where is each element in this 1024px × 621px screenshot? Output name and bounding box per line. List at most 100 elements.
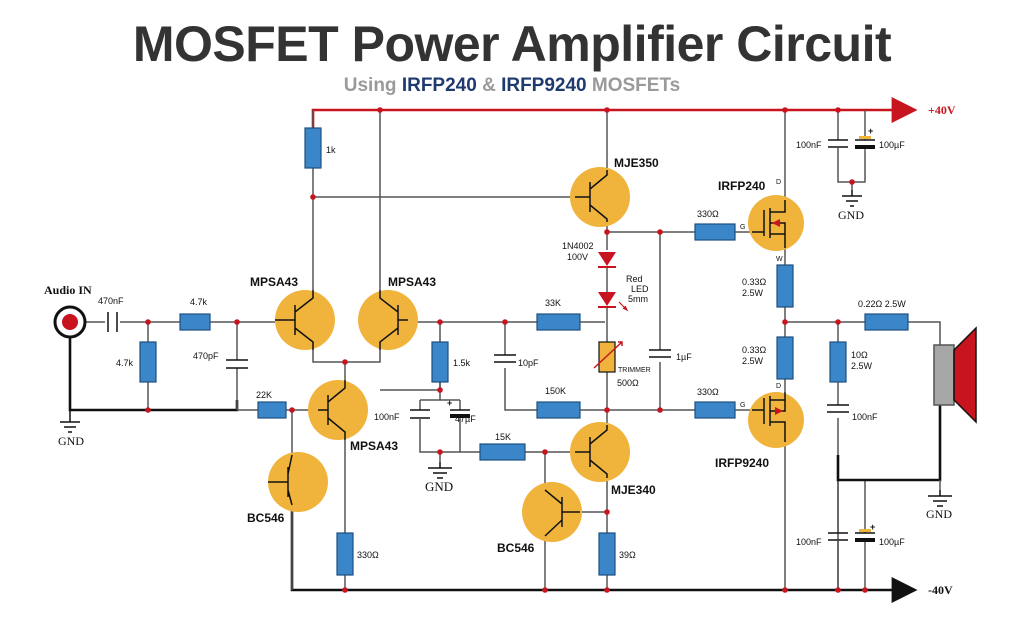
d-1n4002-voltage: 100V — [567, 252, 588, 262]
resistor-150k: 150K — [536, 386, 581, 419]
ground-symbol-mid: GND — [425, 462, 453, 494]
pin-g-top: G — [740, 224, 745, 231]
c-100u-bot-label: 100µF — [879, 537, 905, 547]
capacitor-470pf: 470pF — [193, 351, 248, 369]
speaker-gnd-label: GND — [926, 507, 952, 521]
q-mje350-label: MJE350 — [614, 156, 659, 170]
c-100n-top-label: 100nF — [796, 140, 822, 150]
mosfet-irfp9240: IRFP9240 D G — [715, 383, 804, 470]
c-in-label: 470nF — [98, 296, 124, 306]
ground-symbol-speaker: GND — [926, 490, 952, 521]
negative-rail-label: -40V — [928, 583, 953, 597]
capacitor-100uf-bottom: + 100µF — [855, 522, 905, 548]
ground-symbol-input: GND — [58, 410, 84, 448]
r-22k-label: 22K — [256, 390, 272, 400]
svg-text:+: + — [447, 398, 452, 408]
r-150k-label: 150K — [545, 386, 566, 396]
pin-s-top: W — [776, 256, 783, 263]
positive-rail: +40V — [311, 97, 956, 128]
capacitor-100nf-mid: 100nF — [374, 409, 430, 440]
resistor-330-gate-bottom: 330Ω — [694, 387, 736, 419]
r-330-gate-bottom-label: 330Ω — [697, 387, 719, 397]
c-470p-label: 470pF — [193, 351, 219, 361]
subtitle-suffix: MOSFETs — [586, 75, 681, 96]
page-subtitle: Using IRFP240 & IRFP9240 MOSFETs — [0, 74, 1024, 98]
resistor-330-gate-top: 330Ω — [694, 209, 736, 241]
q-irfp240-label: IRFP240 — [718, 179, 766, 193]
svg-text:+: + — [868, 126, 873, 136]
transistor-mpsa43-bottom: MPSA43 — [308, 380, 398, 453]
r-4k7-shunt-label: 4.7k — [116, 358, 134, 368]
led-line1: Red — [626, 274, 643, 284]
capacitor-47uf: + 47µF — [447, 398, 476, 440]
pin-g-bot: G — [740, 402, 745, 409]
resistor-4k7-shunt: 4.7k — [116, 341, 157, 383]
capacitor-100nf-bottom: 100nF — [796, 532, 848, 548]
input-gnd-label: GND — [58, 434, 84, 448]
subtitle-part-irfp9240: IRFP9240 — [501, 75, 587, 96]
led-line2: LED — [631, 284, 649, 294]
trimmer-value: 500Ω — [617, 378, 639, 388]
transistor-mje340: MJE340 — [570, 422, 656, 497]
resistor-1k: 1k — [304, 127, 336, 169]
q-bc546-left-label: BC546 — [247, 511, 285, 525]
capacitor-100nf-top: 100nF — [796, 139, 848, 152]
q-mpsa43-bottom-label: MPSA43 — [350, 439, 398, 453]
led-line3: 5mm — [628, 294, 648, 304]
pin-d-top: D — [776, 179, 781, 186]
trimmer-500: TRIMMER 500Ω — [593, 341, 651, 388]
page-title: MOSFET Power Amplifier Circuit — [132, 16, 892, 72]
supply-gnd-label: GND — [838, 208, 864, 222]
ground-symbol-supply: GND — [838, 190, 864, 222]
junction-dots — [145, 107, 868, 593]
c-100u-top-label: 100µF — [879, 140, 905, 150]
subtitle-part-irfp240: IRFP240 — [401, 75, 477, 96]
capacitor-100nf-zobel: 100nF — [827, 404, 878, 422]
c-10p-label: 10pF — [518, 358, 539, 368]
negative-rail: -40V — [68, 335, 953, 603]
q-bc546-right-label: BC546 — [497, 541, 535, 555]
r-330-gate-top-label: 330Ω — [697, 209, 719, 219]
capacitor-10pf: 10pF — [494, 354, 539, 368]
transistor-mje350: MJE350 — [570, 156, 659, 227]
c-1u-label: 1µF — [676, 352, 692, 362]
r-330-bottom-label: 330Ω — [357, 550, 379, 560]
led-red-5mm: Red LED 5mm — [598, 274, 649, 312]
mid-gnd-label: GND — [425, 479, 453, 494]
r-4k7-series-label: 4.7k — [190, 297, 208, 307]
resistor-15k: 15K — [479, 432, 526, 461]
r-1k5-label: 1.5k — [453, 358, 471, 368]
diode-1n4002: 1N4002 100V — [562, 241, 616, 268]
capacitor-100uf-top: + 100µF — [855, 126, 905, 152]
transistor-mpsa43-right: MPSA43 — [358, 275, 436, 350]
r-1k-label: 1k — [326, 145, 336, 155]
audio-in-label: Audio IN — [44, 283, 92, 297]
q-irfp9240-label: IRFP9240 — [715, 456, 769, 470]
c-100n-bot-label: 100nF — [796, 537, 822, 547]
r-022-label: 0.22Ω 2.5W — [858, 299, 906, 309]
c-47u-label: 47µF — [455, 414, 476, 424]
resistor-022: 0.22Ω 2.5W — [858, 299, 909, 331]
c-100n-mid-label: 100nF — [374, 412, 400, 422]
q-mpsa43-right-label: MPSA43 — [388, 275, 436, 289]
audio-input-jack: Audio IN — [44, 283, 92, 339]
resistor-39: 39Ω — [598, 532, 636, 576]
subtitle-prefix: Using — [343, 75, 402, 96]
speaker-icon — [933, 326, 977, 424]
capacitor-1uf: 1µF — [649, 349, 692, 362]
resistor-22k: 22K — [256, 390, 287, 419]
d-1n4002-label: 1N4002 — [562, 241, 594, 251]
q-mpsa43-left-label: MPSA43 — [250, 275, 298, 289]
svg-text:+: + — [870, 522, 875, 532]
r-39-label: 39Ω — [619, 550, 636, 560]
mosfet-irfp240: IRFP240 D G W — [718, 179, 804, 263]
resistor-33k: 33K — [536, 298, 581, 331]
subtitle-mid: & — [476, 75, 502, 96]
